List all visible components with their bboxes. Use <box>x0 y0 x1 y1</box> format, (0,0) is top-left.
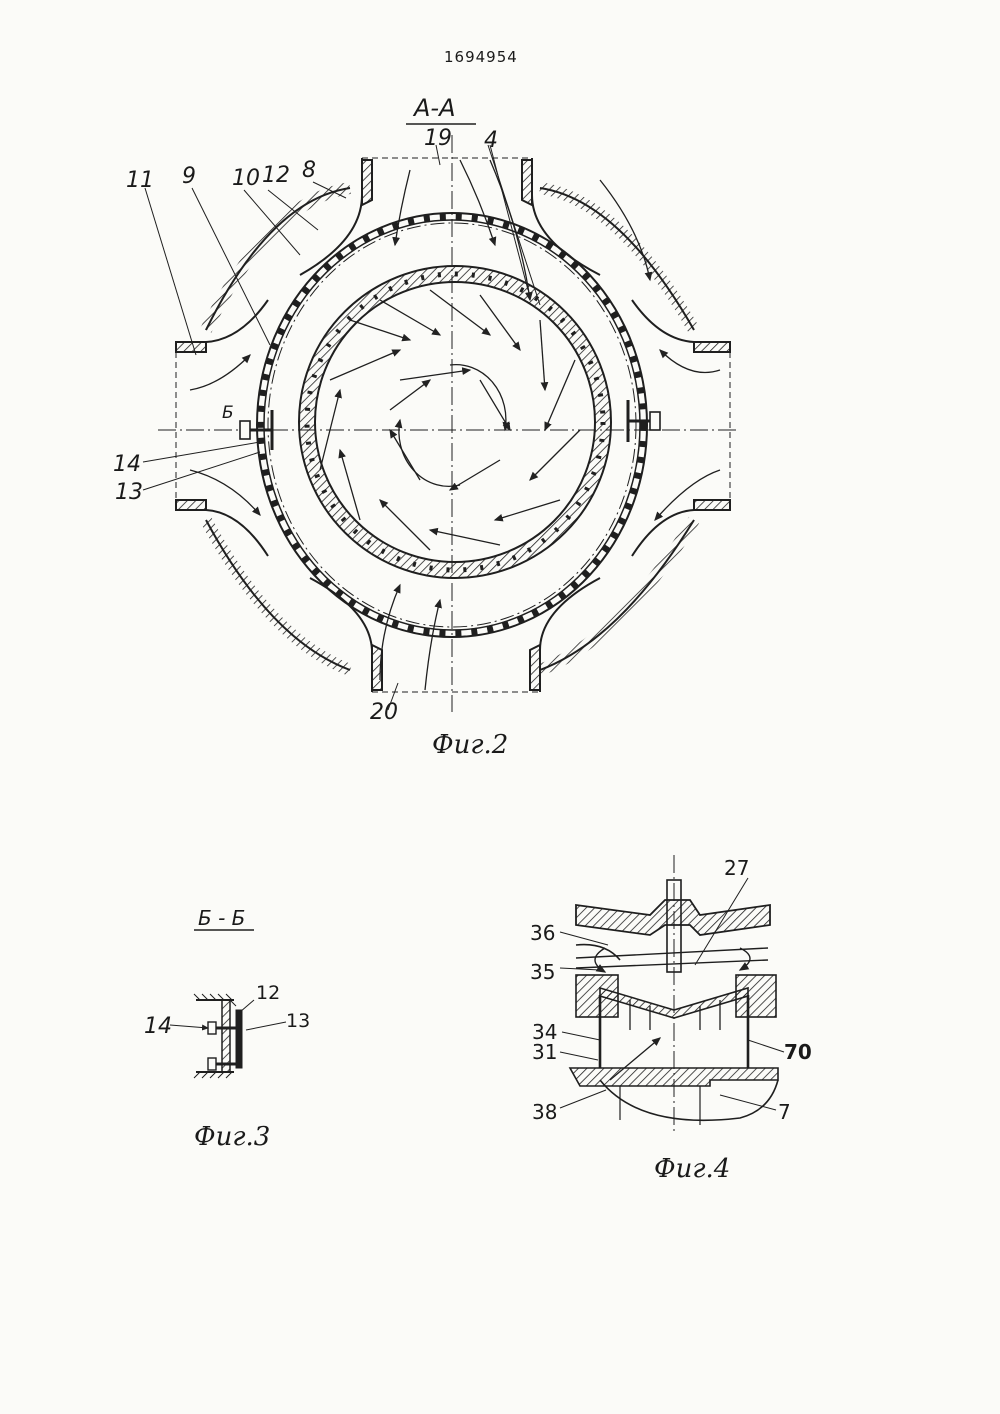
fig4-label-31: 31 <box>532 1042 557 1062</box>
fig2-label-11: 11 <box>126 170 154 192</box>
fig2-label-4: 4 <box>484 130 498 152</box>
fig3-label-12: 12 <box>256 984 280 1003</box>
fig4-label-36: 36 <box>530 923 555 943</box>
fig2-label-10: 10 <box>232 168 260 190</box>
fig4-drawing <box>560 855 784 1135</box>
fig4-caption: Фиг.4 <box>654 1156 730 1182</box>
fig2-label-14: 14 <box>113 454 141 476</box>
outer-casing <box>206 188 694 670</box>
fig2-label-12: 12 <box>262 165 290 187</box>
fig4-label-35: 35 <box>530 962 555 982</box>
fig2-label-b: Б <box>222 405 234 422</box>
left-inlet-duct <box>176 300 268 556</box>
fig4-label-27: 27 <box>724 858 749 878</box>
fig3-drawing <box>170 930 286 1078</box>
swirl-chamber-inner <box>315 282 595 562</box>
swirl-arrows <box>320 290 580 550</box>
fig2-label-13: 13 <box>115 482 143 504</box>
fig2-section-mark: А-А <box>414 96 456 120</box>
left-fastener <box>240 410 272 450</box>
fig2-label-20: 20 <box>370 702 398 724</box>
fig3-caption: Фиг.3 <box>194 1124 270 1150</box>
fig2-label-8: 8 <box>302 160 316 182</box>
fig3-label-13: 13 <box>286 1012 310 1031</box>
fig4-label-34: 34 <box>532 1022 557 1042</box>
fig2-label-9: 9 <box>182 166 196 188</box>
fig4-label-7: 7 <box>778 1102 791 1122</box>
fig4-label-38: 38 <box>532 1102 557 1122</box>
fig3-section-mark: Б - Б <box>198 908 245 928</box>
fig2-leaders <box>143 145 540 710</box>
fig4-label-70: 70 <box>784 1042 812 1062</box>
fig2-label-19: 19 <box>424 128 452 150</box>
fig2-caption: Фиг.2 <box>432 732 508 758</box>
fig3-label-14: 14 <box>144 1016 172 1038</box>
